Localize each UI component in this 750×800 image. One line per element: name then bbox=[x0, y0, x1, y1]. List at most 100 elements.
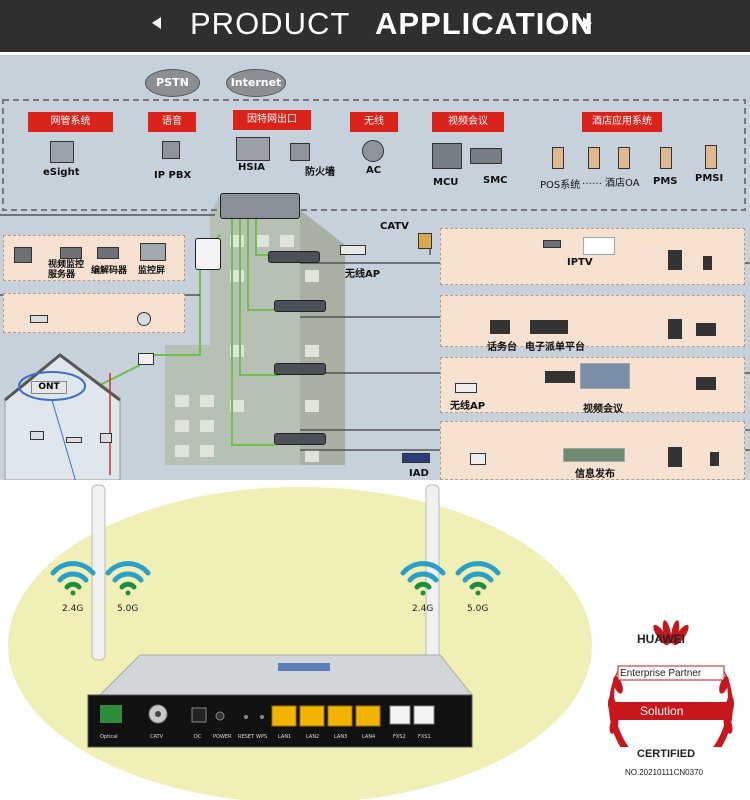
port-lan3-label: LAN3 bbox=[334, 734, 348, 740]
huawei-badge-svg bbox=[607, 620, 735, 763]
tv-icon bbox=[583, 237, 615, 255]
badge-partner: Enterprise Partner bbox=[620, 668, 702, 679]
triangle-left-icon bbox=[152, 17, 161, 29]
port-lan2-label: LAN2 bbox=[306, 734, 320, 740]
router-illustration-svg bbox=[8, 484, 592, 800]
tablet-1-icon bbox=[668, 250, 682, 270]
wifi-left-24-label: 2.4G bbox=[62, 604, 84, 614]
phone-4-icon bbox=[710, 452, 719, 466]
pos-label: POS系统 bbox=[540, 180, 581, 191]
header-application: APPLICATION bbox=[375, 6, 594, 41]
dispatch-pc-icon bbox=[530, 320, 568, 334]
label-video-conf: 视频会议 bbox=[432, 112, 504, 132]
port-optical-label: Optical bbox=[100, 734, 118, 740]
badge-number: NO.20210111CN0370 bbox=[625, 768, 703, 777]
console-label: 话务台 bbox=[487, 342, 517, 353]
encoder-icon bbox=[97, 247, 119, 259]
dots-label: …… bbox=[582, 176, 602, 187]
laptop-3-icon bbox=[696, 377, 716, 390]
esight-computer-icon bbox=[50, 141, 74, 163]
router-section: 2.4G 5.0G 2.4G 5.0G Optical CATV DC POWE… bbox=[0, 480, 750, 800]
port-lan1-label: LAN1 bbox=[278, 734, 292, 740]
mcu-label: MCU bbox=[433, 177, 459, 188]
wifi-right-24-label: 2.4G bbox=[412, 604, 434, 614]
pms-server-icon bbox=[660, 147, 672, 169]
floor-switch-1-icon bbox=[268, 251, 320, 263]
port-reset-label: RESET bbox=[238, 734, 255, 740]
ac-controller-icon bbox=[362, 140, 384, 162]
badge-brand: HUAWEI bbox=[637, 632, 685, 646]
internet-cloud: Internet bbox=[226, 69, 286, 97]
port-wps-label: WPS bbox=[256, 734, 268, 740]
floor-switch-2-icon bbox=[274, 300, 326, 312]
conference-screen-icon bbox=[580, 363, 630, 389]
pmsi-label: PMSI bbox=[695, 173, 724, 184]
firewall-icon bbox=[290, 143, 310, 161]
server-icon bbox=[588, 147, 600, 169]
tablet-4-icon bbox=[668, 447, 682, 467]
home-stb-icon bbox=[66, 437, 82, 443]
esight-label: eSight bbox=[43, 167, 80, 178]
hotel-phone-icon bbox=[470, 453, 486, 465]
hsia-label: HSIA bbox=[238, 162, 266, 173]
firewall-label: 防火墙 bbox=[305, 167, 335, 178]
console-phone-icon bbox=[490, 320, 510, 334]
hotel-oa-label: 酒店OA bbox=[605, 178, 640, 189]
catv-label: CATV bbox=[380, 221, 409, 232]
video-conf-label: 视频会议 bbox=[583, 404, 623, 415]
home-splitter-icon bbox=[138, 353, 154, 365]
wifi-left-50-label: 5.0G bbox=[117, 604, 139, 614]
pstn-cloud: PSTN bbox=[145, 69, 200, 97]
info-display-icon bbox=[563, 448, 625, 462]
badge-certified: CERTIFIED bbox=[637, 748, 696, 760]
network-diagram: PSTN Internet 网管系统 语音 因特网出口 无线 视频会议 酒店应用… bbox=[0, 55, 750, 480]
room-ap-icon bbox=[455, 383, 477, 393]
iad-icon bbox=[402, 453, 430, 463]
monitor-label: 监控屏 bbox=[138, 266, 166, 276]
home-phone-icon bbox=[100, 433, 112, 443]
surveillance-pc-icon bbox=[14, 247, 32, 263]
center-wireless-ap-label: 无线AP bbox=[345, 269, 381, 280]
ac-label: AC bbox=[366, 165, 382, 176]
camera-icon bbox=[30, 315, 48, 323]
wifi-right-50-label: 5.0G bbox=[467, 604, 489, 614]
label-voice: 语音 bbox=[148, 112, 196, 132]
video-server-label: 视频监控 服务器 bbox=[48, 260, 85, 280]
label-hotel-apps: 酒店应用系统 bbox=[582, 112, 662, 132]
label-wireless: 无线 bbox=[350, 112, 398, 132]
pmsi-server-icon bbox=[705, 145, 717, 169]
phone-1-icon bbox=[703, 256, 712, 270]
set-top-box-icon bbox=[543, 240, 561, 248]
label-network-mgmt: 网管系统 bbox=[28, 112, 113, 132]
triangle-right-icon bbox=[583, 17, 592, 29]
pos-server-icon bbox=[552, 147, 564, 169]
laptop-2-icon bbox=[696, 323, 716, 336]
ip-pbx-label: IP PBX bbox=[154, 170, 192, 181]
video-terminal-icon bbox=[545, 371, 575, 383]
center-ap-icon bbox=[340, 245, 366, 255]
info-label: 信息发布 bbox=[575, 469, 615, 480]
pms-label: PMS bbox=[653, 176, 678, 187]
dispatch-label: 电子派单平台 bbox=[525, 342, 585, 353]
console-box bbox=[440, 295, 745, 347]
camera-box bbox=[3, 293, 185, 333]
room-wireless-ap-label: 无线AP bbox=[450, 401, 486, 412]
port-dc-label: DC bbox=[194, 734, 202, 740]
monitor-wall-icon bbox=[140, 243, 166, 261]
port-catv-label: CATV bbox=[150, 734, 163, 740]
header-product: PRODUCT bbox=[190, 6, 351, 41]
tablet-2-icon bbox=[668, 319, 682, 339]
smc-icon bbox=[470, 148, 502, 164]
iptv-label: IPTV bbox=[567, 257, 593, 268]
floor-switch-3-icon bbox=[274, 363, 326, 375]
core-switch-icon bbox=[220, 193, 300, 219]
port-lan4-label: LAN4 bbox=[362, 734, 376, 740]
floor-switch-4-icon bbox=[274, 433, 326, 445]
catv-splitter-icon bbox=[418, 233, 432, 249]
port-fxs2-label: FXS2 bbox=[393, 734, 406, 740]
ip-pbx-icon bbox=[162, 141, 180, 159]
video-server-icon bbox=[60, 247, 82, 259]
mcu-icon bbox=[432, 143, 462, 169]
access-switch-icon bbox=[195, 238, 221, 270]
header-bar: PRODUCT APPLICATION bbox=[0, 0, 750, 52]
